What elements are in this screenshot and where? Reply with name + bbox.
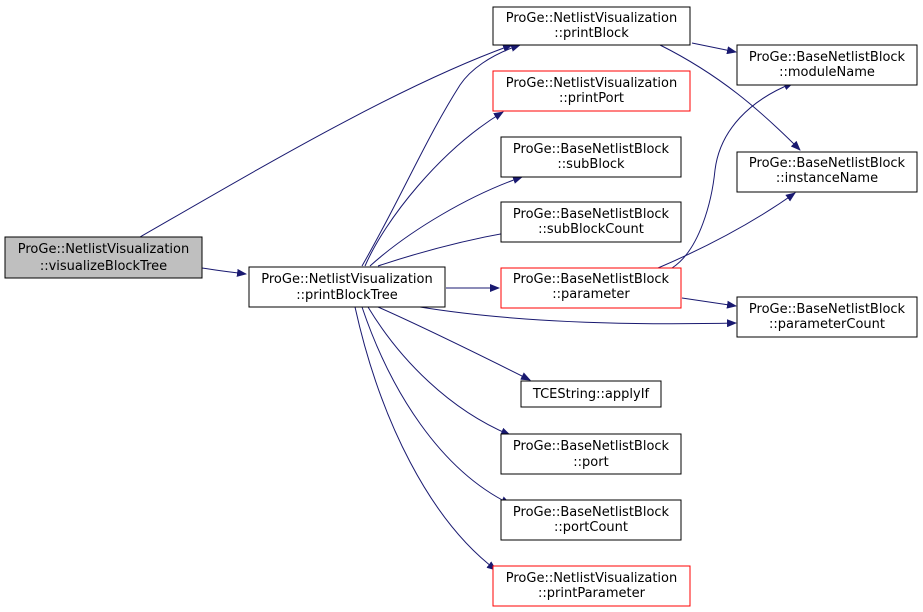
node-printParameter[interactable]: ProGe::NetlistVisualization ::printParam… xyxy=(492,565,691,607)
edge-printBlockTree-printBlock xyxy=(361,44,521,267)
node-label: ProGe::NetlistVisualization xyxy=(261,272,432,287)
node-label: ProGe::NetlistVisualization xyxy=(506,571,677,586)
edge-printBlockTree-subBlockCount xyxy=(377,229,512,267)
edges xyxy=(139,42,801,571)
node-label: ::port xyxy=(573,455,608,470)
node-printBlockTree[interactable]: ProGe::NetlistVisualization ::printBlock… xyxy=(248,266,446,308)
node-visualizeBlockTree[interactable]: ProGe::NetlistVisualization ::visualizeB… xyxy=(4,236,203,279)
node-label: ::parameter xyxy=(552,287,630,302)
node-label: ProGe::NetlistVisualization xyxy=(506,11,677,26)
node-label: ProGe::NetlistVisualization xyxy=(18,242,189,257)
node-parameter[interactable]: ProGe::BaseNetlistBlock ::parameter xyxy=(500,267,682,309)
node-portCount[interactable]: ProGe::BaseNetlistBlock ::portCount xyxy=(500,499,682,541)
edge-printBlockTree-subBlock xyxy=(369,176,523,267)
edge-printBlockTree-applyIf xyxy=(377,306,531,381)
edge-parameter-moduleName xyxy=(671,82,794,269)
node-label: ProGe::BaseNetlistBlock xyxy=(749,302,906,317)
edge-printBlock-moduleName xyxy=(691,42,737,55)
node-port[interactable]: ProGe::BaseNetlistBlock ::port xyxy=(500,433,682,475)
edge-printBlock-instanceName xyxy=(659,44,801,151)
node-label: ::printBlock xyxy=(554,26,629,41)
edge-printBlockTree-printPort xyxy=(364,111,504,267)
node-label: ProGe::BaseNetlistBlock xyxy=(513,439,670,454)
node-label: ProGe::NetlistVisualization xyxy=(506,76,677,91)
node-parameterCount[interactable]: ProGe::BaseNetlistBlock ::parameterCount xyxy=(736,296,918,338)
node-label: ::subBlock xyxy=(557,157,625,172)
node-label: ProGe::BaseNetlistBlock xyxy=(749,50,906,65)
node-printBlock[interactable]: ProGe::NetlistVisualization ::printBlock xyxy=(492,6,691,46)
node-label: ::printParameter xyxy=(538,586,646,601)
node-instanceName[interactable]: ProGe::BaseNetlistBlock ::instanceName xyxy=(736,151,918,193)
node-label: ::instanceName xyxy=(776,171,878,186)
node-label: TCEString::applyIf xyxy=(532,387,650,402)
node-label: ProGe::BaseNetlistBlock xyxy=(513,207,670,222)
edge-parameter-instanceName xyxy=(657,192,796,269)
node-label: ::portCount xyxy=(554,520,628,535)
node-printPort[interactable]: ProGe::NetlistVisualization ::printPort xyxy=(492,70,691,112)
node-label: ::parameterCount xyxy=(769,317,885,332)
node-moduleName[interactable]: ProGe::BaseNetlistBlock ::moduleName xyxy=(736,44,918,86)
node-label: ::printBlockTree xyxy=(296,288,398,303)
node-label: ProGe::BaseNetlistBlock xyxy=(513,272,670,287)
node-label: ::subBlockCount xyxy=(538,222,644,237)
node-applyIf[interactable]: TCEString::applyIf xyxy=(520,380,662,408)
node-label: ProGe::BaseNetlistBlock xyxy=(513,505,670,520)
node-label: ProGe::BaseNetlistBlock xyxy=(513,142,670,157)
node-subBlock[interactable]: ProGe::BaseNetlistBlock ::subBlock xyxy=(500,136,682,178)
node-label: ::visualizeBlockTree xyxy=(40,259,167,274)
edge-printBlockTree-port xyxy=(367,306,511,436)
node-label: ::moduleName xyxy=(779,65,875,80)
node-label: ProGe::BaseNetlistBlock xyxy=(749,156,906,171)
edge-printBlockTree-printParameter xyxy=(354,306,497,571)
node-subBlockCount[interactable]: ProGe::BaseNetlistBlock ::subBlockCount xyxy=(500,201,682,243)
edge-visualizeBlockTree-printBlockTree xyxy=(201,267,247,277)
edge-printBlockTree-parameterCount xyxy=(419,306,737,328)
edge-visualizeBlockTree-printBlock xyxy=(139,44,513,238)
edge-parameter-parameterCount xyxy=(681,297,737,309)
node-label: ::printPort xyxy=(559,91,624,106)
edge-printBlockTree-portCount xyxy=(361,306,511,505)
